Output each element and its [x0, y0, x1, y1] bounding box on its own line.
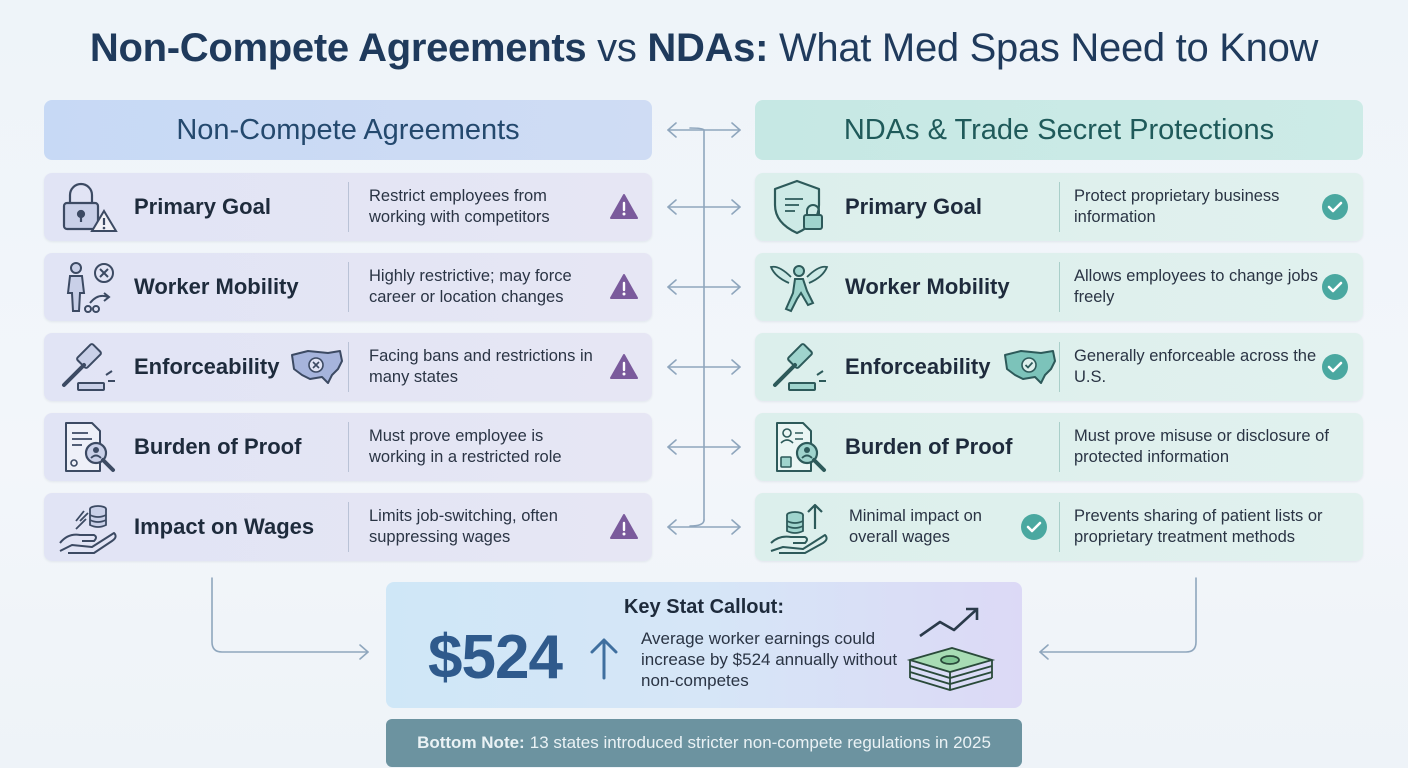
divider	[1059, 502, 1060, 552]
warning-icon	[610, 354, 638, 379]
hand-coins-up-icon	[770, 503, 828, 554]
row-desc: Restrict employees from working with com…	[369, 187, 550, 226]
row-desc: Allows employees to change jobs freely	[1074, 267, 1318, 306]
left-row-burden-of-proof: Burden of Proof Must prove employee is w…	[44, 413, 652, 481]
key-stat-callout: Key Stat Callout: $524 Average worker ea…	[386, 582, 1022, 708]
row-desc: Protect proprietary business information	[1074, 187, 1280, 226]
title-part-noncompete: Non-Compete Agreements	[89, 26, 587, 70]
left-row-impact-on-wages: Impact on Wages Limits job-switching, of…	[44, 493, 652, 561]
row-label: Primary Goal	[134, 194, 271, 219]
winged-worker-icon	[769, 265, 829, 313]
page-title: Non-Compete Agreements vs NDAs: What Med…	[0, 26, 1408, 71]
stat-value: $524	[428, 623, 563, 692]
check-icon	[1322, 274, 1348, 300]
divider	[348, 342, 349, 392]
padlock-warning-icon	[62, 182, 118, 232]
row-label: Worker Mobility	[845, 274, 1010, 299]
document-magnifier-icon	[65, 422, 115, 472]
warning-icon	[610, 274, 638, 299]
warning-icon	[610, 194, 638, 219]
usa-map-check-icon	[1004, 350, 1056, 384]
header-ndas: NDAs & Trade Secret Protections	[755, 100, 1363, 160]
row-label: Burden of Proof	[845, 434, 1013, 459]
note-label: Bottom Note:	[417, 733, 525, 752]
row-desc: Generally enforceable across the U.S.	[1074, 347, 1317, 386]
divider	[348, 502, 349, 552]
row-label: Worker Mobility	[134, 274, 299, 299]
divider	[1059, 422, 1060, 472]
divider	[348, 262, 349, 312]
header-non-compete: Non-Compete Agreements	[44, 100, 652, 160]
row-desc: Facing bans and restrictions in many sta…	[369, 347, 593, 386]
check-icon	[1322, 194, 1348, 220]
gavel-icon	[773, 343, 826, 391]
row-label: Enforceability	[845, 354, 991, 379]
stat-title: Key Stat Callout:	[623, 596, 785, 618]
row-desc: Must prove employee is working in a rest…	[369, 427, 562, 466]
bottom-note: Bottom Note: 13 states introduced strict…	[386, 719, 1022, 767]
left-row-primary-goal: Primary Goal Restrict employees from wor…	[44, 173, 652, 241]
profile-magnifier-icon	[776, 422, 826, 472]
usa-map-icon	[291, 350, 343, 384]
arrow-row-0	[667, 122, 741, 138]
right-row-worker-mobility: Worker Mobility Allows employees to chan…	[755, 253, 1363, 321]
money-stack-growth-icon	[906, 607, 996, 691]
title-part-ndas: NDAs:	[647, 26, 769, 70]
row-label: Impact on Wages	[134, 514, 315, 539]
divider	[1059, 262, 1060, 312]
shield-lock-icon	[773, 179, 823, 235]
row-desc: Must prove misuse or disclosure of prote…	[1074, 427, 1329, 466]
gavel-icon	[62, 343, 115, 391]
row-label-wages: Minimal impact on overall wages	[849, 507, 982, 546]
right-row-wages: Minimal impact on overall wages Prevents…	[755, 493, 1363, 561]
left-row-worker-mobility: Worker Mobility Highly restrictive; may …	[44, 253, 652, 321]
divider	[348, 422, 349, 472]
row-desc: Limits job-switching, often suppressing …	[369, 507, 558, 546]
row-label: Primary Goal	[845, 194, 982, 219]
row-label: Burden of Proof	[134, 434, 302, 459]
restricted-worker-icon	[66, 262, 114, 313]
warning-icon	[610, 514, 638, 539]
divider	[1059, 182, 1060, 232]
divider	[348, 182, 349, 232]
note-text: 13 states introduced stricter non-compet…	[529, 733, 991, 752]
right-row-primary-goal: Primary Goal Protect proprietary busines…	[755, 173, 1363, 241]
check-icon	[1322, 354, 1348, 380]
left-row-enforceability: Enforceability Facing bans and restricti…	[44, 333, 652, 401]
check-icon	[1021, 514, 1047, 540]
title-part-vs: vs	[597, 26, 637, 70]
title-part-subtitle: What Med Spas Need to Know	[778, 26, 1319, 70]
up-arrow-icon	[590, 638, 618, 680]
row-desc: Prevents sharing of patient lists or pro…	[1074, 507, 1323, 546]
stat-description: Average worker earnings could increase b…	[641, 629, 898, 690]
divider	[1059, 342, 1060, 392]
hand-coins-icon	[59, 505, 117, 554]
right-row-burden-of-proof: Burden of Proof Must prove misuse or dis…	[755, 413, 1363, 481]
row-desc: Highly restrictive; may force career or …	[369, 267, 572, 306]
row-label: Enforceability	[134, 354, 280, 379]
right-row-enforceability: Enforceability Generally enforceable acr…	[755, 333, 1363, 401]
